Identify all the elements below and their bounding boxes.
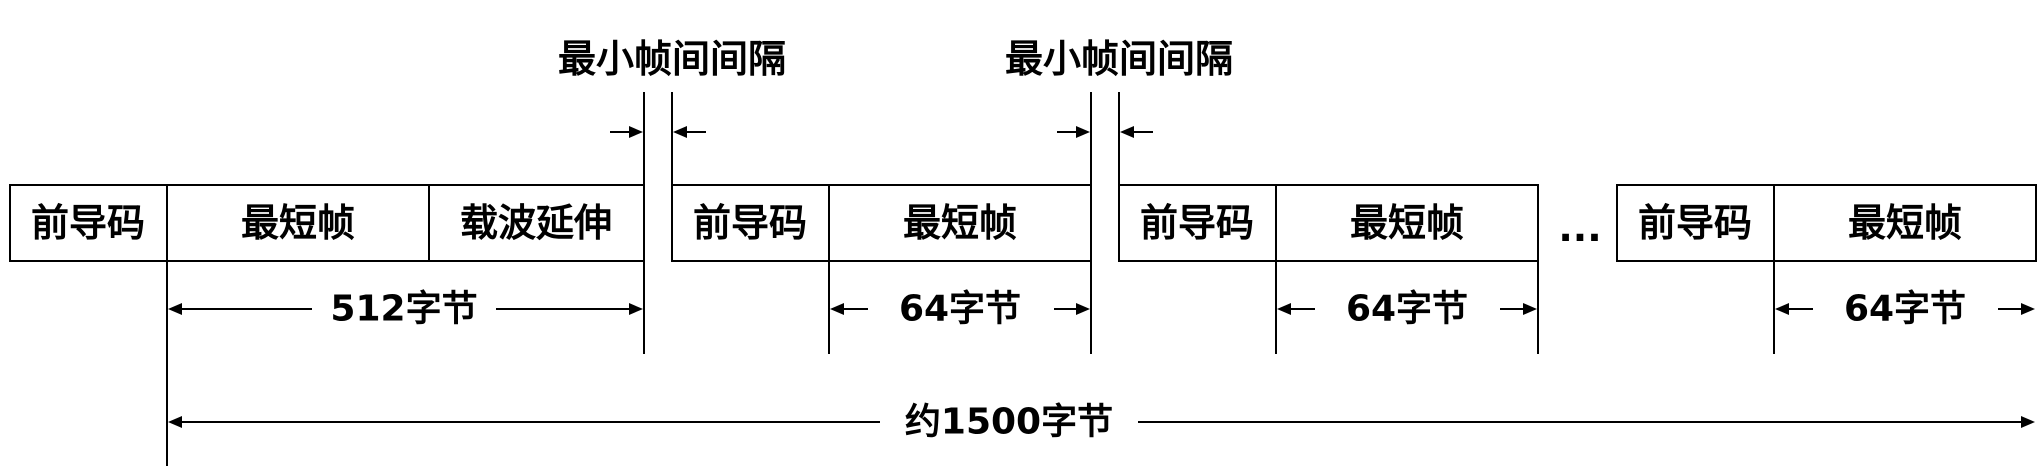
ellipsis-text: ... [1558,206,1601,250]
frame-4-shortest-frame-box [1773,184,2037,262]
dim-64-f4-right-arrowhead [2021,303,2035,315]
frame-2: 前导码 最短帧 [671,184,1092,262]
frame-4-preamble-label: 前导码 [1638,201,1752,245]
dim-64-f3-label: 64字节 [1346,289,1468,330]
frame-1: 前导码 最短帧 载波延伸 [9,184,645,262]
min-frame-gap-1-label: 最小帧间间隔 [558,37,786,81]
dimension-512-bytes: 512字节 [168,289,643,330]
dim-total-left-arrowhead [168,416,182,428]
frame-4: 前导码 最短帧 [1616,184,2037,262]
dim-64-f2-left-arrowhead [830,303,844,315]
dimension-total-bytes: 约1500字节 [168,402,2035,443]
frame-1-carrier-extension-box [428,184,645,262]
frame-3-preamble-box [1118,184,1277,262]
dim-512-left-arrowhead [168,303,182,315]
gap-1-right-arrowhead [673,126,687,138]
gap-2-left-arrowhead [1076,126,1090,138]
dimension-64-bytes-frame-3: 64字节 [1277,289,1537,330]
frame-1-shortest-frame-label: 最短帧 [241,201,355,245]
dimension-64-bytes-frame-2: 64字节 [830,289,1090,330]
frame-1-carrier-extension-label: 载波延伸 [460,201,612,245]
frame-1-preamble-box [9,184,168,262]
dimension-64-bytes-frame-4: 64字节 [1775,289,2035,330]
frame-3-preamble-label: 前导码 [1140,201,1254,245]
dim-64-f4-left-arrowhead [1775,303,1789,315]
frame-2-preamble-label: 前导码 [693,201,807,245]
min-frame-gap-1: 最小帧间间隔 [558,37,786,354]
frame-2-shortest-frame-label: 最短帧 [903,201,1017,245]
dim-64-f4-label: 64字节 [1844,289,1966,330]
frame-4-shortest-frame-label: 最短帧 [1848,201,1962,245]
frame-3-shortest-frame-box [1275,184,1539,262]
dim-64-f2-right-arrowhead [1076,303,1090,315]
dim-64-f3-right-arrowhead [1523,303,1537,315]
dim-512-label: 512字节 [330,289,477,330]
frame-4-preamble-box [1616,184,1775,262]
dim-64-f3-left-arrowhead [1277,303,1291,315]
min-frame-gap-2-label: 最小帧间间隔 [1005,37,1233,81]
frame-3-shortest-frame-label: 最短帧 [1350,201,1464,245]
gap-1-left-arrowhead [629,126,643,138]
dim-512-right-arrowhead [629,303,643,315]
frame-1-shortest-frame-box [166,184,430,262]
min-frame-gap-2: 最小帧间间隔 [1005,37,1233,354]
gap-2-right-arrowhead [1120,126,1134,138]
dim-64-f2-label: 64字节 [899,289,1021,330]
frame-1-preamble-label: 前导码 [31,201,145,245]
frame-3: 前导码 最短帧 [1118,184,1539,262]
dim-total-right-arrowhead [2021,416,2035,428]
dim-total-label: 约1500字节 [905,402,1113,443]
frame-2-shortest-frame-box [828,184,1092,262]
